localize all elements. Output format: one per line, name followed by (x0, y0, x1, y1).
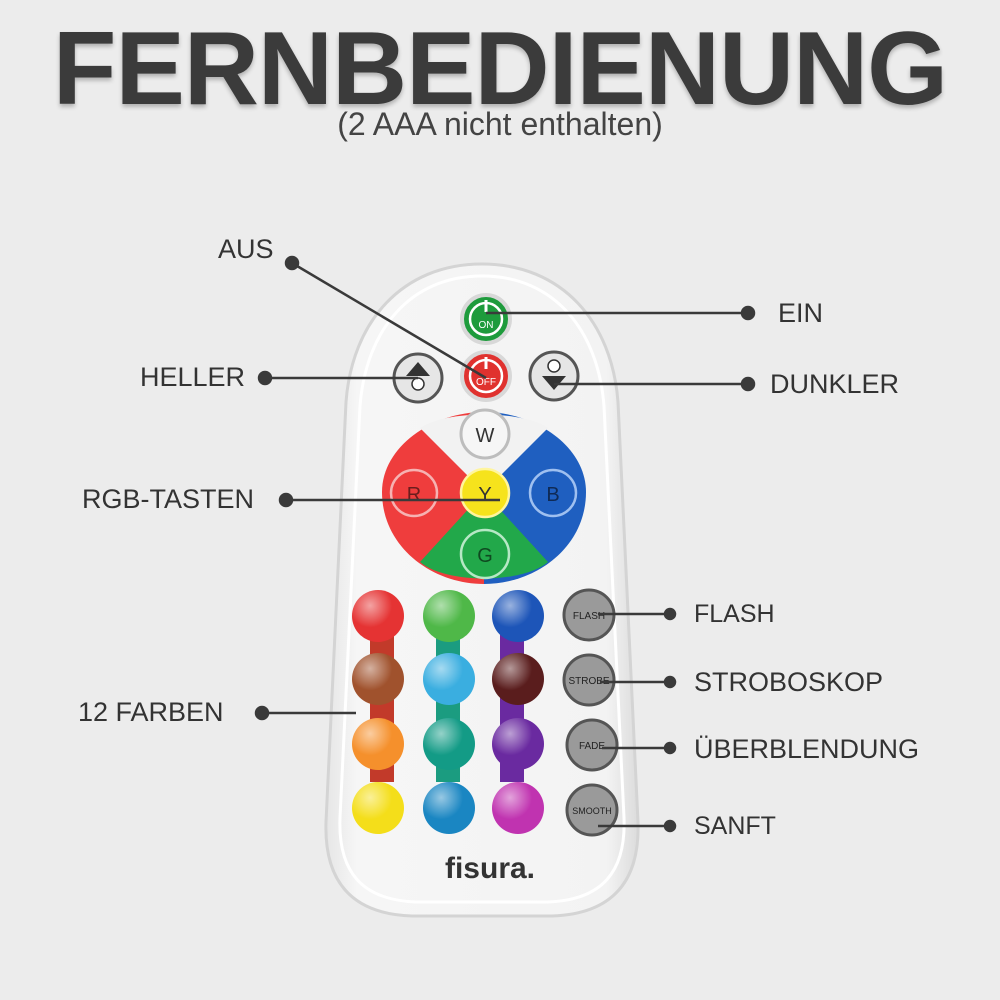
label-aus: AUS (218, 234, 274, 264)
g-button[interactable]: G (459, 528, 511, 580)
w-button-label: W (476, 425, 495, 447)
on-button-label: ON (479, 320, 494, 331)
arrow-up-icon (406, 362, 430, 376)
color-grid (352, 590, 544, 834)
flash-button-label: FLASH (573, 611, 605, 622)
color-button-9[interactable] (492, 718, 544, 770)
label-12-farben: 12 FARBEN (78, 697, 224, 727)
color-button-5[interactable] (423, 653, 475, 705)
smooth-button-label: SMOOTH (572, 806, 612, 816)
label-rgb-tasten: RGB-TASTEN (82, 484, 255, 514)
fade-button-label: FADE (579, 741, 605, 752)
label-flash: FLASH (694, 600, 775, 628)
page-title: FERNBEDIENUNG (52, 11, 948, 127)
smooth-button[interactable]: SMOOTH (565, 783, 619, 837)
g-button-label: G (477, 545, 493, 567)
label-stroboskop: STROBOSKOP (694, 667, 884, 697)
label-ein: EIN (778, 298, 824, 328)
label-dunkler: DUNKLER (770, 369, 900, 399)
color-button-2[interactable] (423, 590, 475, 642)
b-button[interactable]: B (528, 468, 578, 518)
page-subtitle: (2 AAA nicht enthalten) (337, 106, 663, 142)
w-button[interactable]: W (459, 408, 511, 460)
darker-button[interactable] (528, 350, 580, 402)
rgb-wheel (382, 412, 586, 584)
remote-control: ON OFF W R Y B (324, 262, 640, 918)
label-heller: HELLER (140, 362, 246, 392)
color-button-7[interactable] (352, 718, 404, 770)
color-button-6[interactable] (492, 653, 544, 705)
color-button-10[interactable] (352, 782, 404, 834)
label-sanft: SANFT (694, 812, 776, 840)
sun-icon (547, 359, 561, 373)
strobe-button-label: STROBE (568, 676, 609, 687)
color-button-8[interactable] (423, 718, 475, 770)
fade-button[interactable]: FADE (565, 718, 619, 772)
color-button-4[interactable] (352, 653, 404, 705)
color-button-11[interactable] (423, 782, 475, 834)
color-button-1[interactable] (352, 590, 404, 642)
b-button-label: B (546, 484, 559, 506)
color-button-12[interactable] (492, 782, 544, 834)
strobe-button[interactable]: STROBE (562, 653, 616, 707)
off-button[interactable]: OFF (460, 350, 512, 402)
off-button-label: OFF (476, 377, 496, 388)
on-button[interactable]: ON (460, 293, 512, 345)
color-button-3[interactable] (492, 590, 544, 642)
label-ueberblendung: ÜBERBLENDUNG (694, 734, 920, 764)
brand-logo: fisura. (445, 852, 535, 885)
